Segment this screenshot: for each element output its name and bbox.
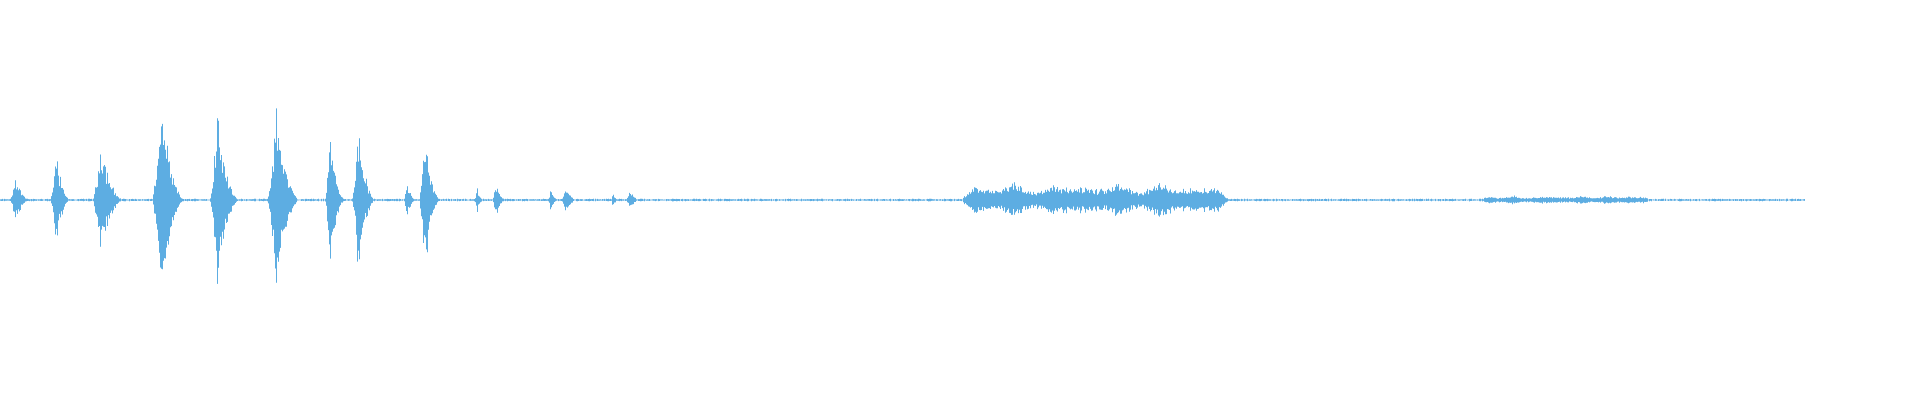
waveform-bars [0,108,1805,284]
